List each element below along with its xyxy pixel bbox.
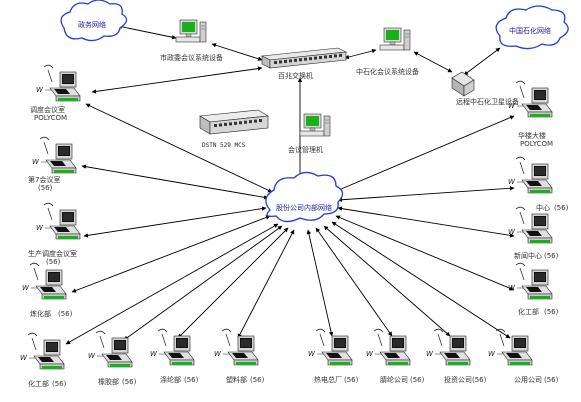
dstn-mcu-device: DSTN 529 MCS — [199, 109, 269, 149]
terminal-bottom-2: 橡胶部 (56) — [87, 330, 137, 386]
port — [289, 59, 292, 63]
terminal-bottom-5: 热电总厂 (56) — [307, 328, 359, 384]
left-site-name: 生产调度会议室 — [28, 249, 77, 258]
left-site-model: (56) — [38, 184, 53, 192]
left-site-name: 第7会议室 — [28, 175, 60, 184]
port — [329, 54, 332, 58]
bottom-site-model: (56) — [184, 376, 199, 384]
port — [339, 53, 342, 57]
bottom-site-name: 投资公司 — [444, 375, 472, 384]
port — [249, 120, 252, 124]
right-site-model: POLYCOM — [520, 140, 553, 148]
sinopec-network-label: 中国石化网络 — [509, 26, 551, 35]
port — [224, 122, 227, 126]
right-site-name: 中心 — [536, 203, 550, 212]
terminal-right-2: 中心 (56) — [507, 156, 569, 212]
port — [239, 121, 242, 125]
terminal-bottom-7: 投资公司 (56) — [425, 328, 487, 384]
port — [234, 121, 237, 125]
port — [244, 120, 247, 124]
city-conf-system-pc: 市政委会议系统设备 — [160, 19, 223, 62]
terminal-left-1: 调度会议室 POLYCOM — [30, 64, 81, 122]
terminal-bottom-4: 塑料部 (56) — [213, 328, 265, 384]
sinopec-network-cloud: 中国石化网络 — [495, 5, 569, 50]
sinopec-conf-system-label: 中石化会议系统设备 — [356, 67, 419, 76]
left-site-name: 炼化部 — [30, 309, 51, 318]
satellite-device: 远程中石化卫星设备 — [451, 71, 519, 106]
connection-lines — [65, 24, 515, 345]
bottom-site-name: 公用公司 — [514, 376, 542, 384]
right-site-model: (56) — [544, 252, 559, 260]
terminal-left-2: 第7会议室 (56) — [28, 136, 77, 192]
sinopec-conf-system-pc: 中石化会议系统设备 — [356, 27, 419, 76]
terminal-bottom-8: 公用公司 (56) — [487, 328, 559, 384]
port — [284, 59, 287, 63]
port — [299, 58, 302, 62]
company-intranet-cloud: 股份公司内部网络 — [265, 171, 344, 223]
bottom-site-model: (56) — [544, 376, 559, 384]
right-site-name: 化工部 — [518, 307, 539, 316]
bottom-site-name: 腈纶公司 — [380, 375, 408, 384]
dstn-mcu-label: DSTN 529 MCS — [202, 142, 246, 149]
port — [304, 57, 307, 61]
bottom-site-name: 塑料部 — [226, 375, 247, 384]
port — [274, 61, 277, 64]
right-site-name: 新闻中心 — [514, 251, 542, 260]
terminal-bottom-1: 化工部 (56) — [19, 332, 67, 388]
bottom-site-model: (56) — [52, 380, 67, 388]
government-network-cloud: 政务网络 — [60, 0, 128, 42]
government-network-label: 政务网络 — [78, 20, 106, 29]
port — [334, 54, 337, 58]
port — [219, 123, 222, 127]
conf-manager-pc: 会议管理机 — [288, 113, 331, 154]
terminal-right-3: 新闻中心 (56) — [507, 206, 559, 260]
bottom-site-model: (56) — [472, 376, 487, 384]
port — [254, 119, 257, 123]
right-site-model: (56) — [554, 204, 569, 212]
port — [314, 56, 317, 60]
port — [319, 56, 322, 60]
bottom-site-name: 橡胶部 — [98, 377, 119, 386]
satellite-device-label: 远程中石化卫星设备 — [456, 97, 519, 106]
left-site-model: (56) — [58, 310, 73, 318]
terminal-left-3: 生产调度会议室 (56) — [28, 202, 81, 266]
port — [279, 60, 282, 64]
terminal-right-1: 华楼大楼 POLYCOM — [507, 80, 553, 148]
left-site-model: (56) — [46, 258, 61, 266]
port — [324, 55, 327, 59]
bottom-site-model: (56) — [344, 376, 359, 384]
city-conf-system-label: 市政委会议系统设备 — [160, 53, 223, 62]
terminal-right-4: 化工部 (56) — [507, 262, 559, 316]
port — [214, 124, 217, 127]
bottom-site-name: 化工部 — [28, 379, 49, 388]
terminal-bottom-3: 涤纶部 (56) — [149, 328, 199, 384]
port — [259, 119, 262, 123]
right-site-name: 华楼大楼 — [518, 131, 546, 140]
network-switch: 百兆交换机 — [260, 47, 348, 80]
terminal-bottom-6: 腈纶公司 (56) — [365, 328, 425, 384]
bottom-site-model: (56) — [250, 376, 265, 384]
company-intranet-label: 股份公司内部网络 — [276, 203, 332, 212]
terminal-left-4: 炼化部 (56) — [21, 262, 73, 318]
right-site-model: (56) — [544, 308, 559, 316]
left-site-model: POLYCOM — [34, 114, 67, 122]
bottom-site-model: (56) — [122, 378, 137, 386]
bottom-site-name: 涤纶部 — [160, 375, 181, 384]
port — [294, 58, 297, 62]
bottom-site-model: (56) — [410, 376, 425, 384]
bottom-site-name: 热电总厂 — [314, 375, 342, 384]
switch-label: 百兆交换机 — [278, 71, 313, 80]
conf-manager-label: 会议管理机 — [288, 145, 323, 154]
left-site-name: 调度会议室 — [30, 105, 65, 114]
port — [229, 122, 232, 126]
port — [309, 57, 312, 61]
